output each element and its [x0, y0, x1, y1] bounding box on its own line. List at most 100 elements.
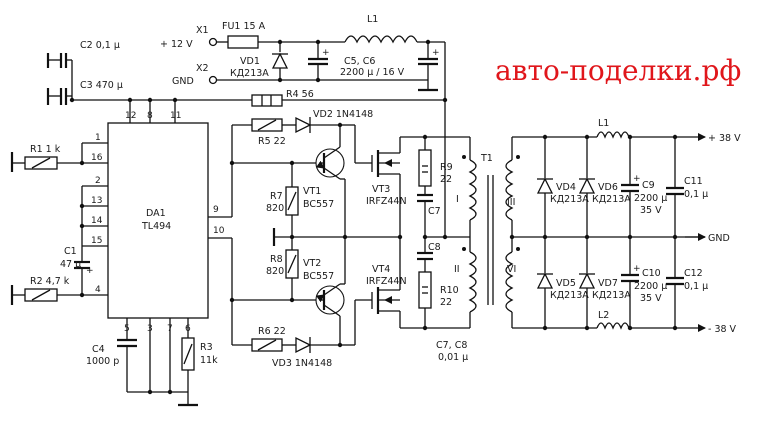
winding-i	[468, 159, 477, 221]
diode-vd1	[271, 52, 289, 69]
svg-text:+: +	[322, 48, 330, 58]
c10-name: C10	[642, 268, 661, 279]
c7c8-value: 0,01 μ	[438, 352, 468, 363]
vd3-label: VD3 1N4148	[272, 358, 332, 369]
fu1-label: FU1 15 A	[222, 21, 266, 32]
c2-label: C2 0,1 μ	[80, 40, 120, 51]
inductor-out-l1	[596, 131, 630, 139]
diode-vd4	[536, 177, 554, 194]
gnd-input-label: GND	[172, 76, 194, 87]
c7-label: C7	[428, 206, 441, 217]
vd4-part: КД213А	[550, 194, 589, 205]
supply-decoupling: C2 0,1 μ C3 470 μ R4 56	[46, 40, 448, 107]
plus12v-label: + 12 V	[160, 39, 193, 50]
svg-text:12: 12	[125, 111, 136, 121]
r6-label: R6 22	[258, 326, 286, 337]
svg-text:+: +	[432, 48, 440, 58]
svg-text:3: 3	[147, 324, 153, 334]
r8-value: 820	[266, 266, 284, 277]
r7-name: R7	[270, 191, 283, 202]
c3-label: C3 470 μ	[80, 80, 123, 91]
r4-label: R4 56	[286, 89, 314, 100]
r7-value: 820	[266, 203, 284, 214]
svg-text:16: 16	[91, 153, 103, 163]
l2-out-label: L2	[598, 310, 609, 321]
r1-label: R1 1 k	[30, 144, 61, 155]
vd5-name: VD5	[556, 278, 576, 289]
winding-i-label: I	[456, 194, 459, 205]
c7c8-name: C7, C8	[436, 340, 467, 351]
r10-name: R10	[440, 285, 459, 296]
vt4-name: VT4	[372, 264, 390, 275]
fuse-fu1	[227, 35, 259, 49]
diode-vd2	[295, 116, 312, 134]
c10-v1: 2200 μ	[634, 281, 667, 292]
plus38-label: + 38 V	[708, 133, 741, 144]
vt3-name: VT3	[372, 184, 390, 195]
inductor-l1	[344, 35, 418, 44]
r9-value: 22	[440, 174, 452, 185]
svg-text:+: +	[633, 264, 641, 274]
vd7-part: КД213А	[592, 290, 631, 301]
vd1-name: VD1	[240, 56, 260, 67]
diode-vd6	[578, 177, 596, 194]
vd1-part: КД213А	[230, 68, 269, 79]
c1-value: 47 μ	[60, 259, 81, 270]
svg-text:8: 8	[147, 111, 153, 121]
svg-text:7: 7	[167, 324, 173, 334]
svg-text:4: 4	[95, 285, 101, 295]
winding-iii	[505, 159, 514, 221]
diode-vd7	[578, 272, 596, 289]
c1-name: C1	[64, 246, 77, 257]
vt1-part: BC557	[303, 199, 334, 210]
c4-value: 1000 p	[86, 356, 119, 367]
svg-text:9: 9	[213, 205, 219, 215]
ic-body	[107, 122, 209, 319]
ic-part: TL494	[141, 221, 171, 232]
r3-value: 11k	[200, 355, 218, 366]
c5c6-value: 2200 μ / 16 V	[340, 67, 405, 78]
vd7-name: VD7	[598, 278, 618, 289]
left-components: R1 1 k R2 4,7 k + C1 47 μ	[10, 144, 94, 305]
vt2-name: VT2	[303, 258, 321, 269]
vd6-part: КД213А	[592, 194, 631, 205]
c8-label: C8	[428, 242, 441, 253]
c11-value: 0,1 μ	[684, 189, 708, 200]
driver-stage: VD2 1N4148 R5 22 R6 22 VD3 1N4148 R7 820…	[229, 109, 373, 369]
bottom-components: C4 1000 p R3 11k	[86, 337, 218, 407]
winding-ii	[468, 251, 477, 313]
winding-iii-label: III	[507, 197, 515, 208]
c12-value: 0,1 μ	[684, 281, 708, 292]
svg-text:15: 15	[91, 236, 102, 246]
primary-side: R9 22 C7 C8 R10 22 C7, C8 0,01 μ	[400, 134, 477, 363]
c11-name: C11	[684, 176, 703, 187]
vd2-label: VD2 1N4148	[313, 109, 373, 120]
c9-name: C9	[642, 180, 655, 191]
c9-v1: 2200 μ	[634, 193, 667, 204]
t1-label: T1	[480, 153, 493, 164]
r8-name: R8	[270, 254, 283, 265]
diode-vd3	[295, 336, 312, 354]
svg-text:6: 6	[185, 324, 191, 334]
r2-label: R2 4,7 k	[30, 276, 70, 287]
resistor-r9	[418, 149, 432, 187]
svg-text:1: 1	[95, 133, 101, 143]
mosfet-stage: VT3 IRFZ44N VT4 IRFZ44N	[345, 137, 407, 328]
output-stage: L1 + 38 V L2 - 38 V GND VD4 КД213А VD6 К…	[536, 118, 741, 335]
vd5-part: КД213А	[550, 290, 589, 301]
c9-v2: 35 V	[640, 205, 662, 216]
inductor-out-l2	[596, 322, 630, 330]
vt1-name: VT1	[303, 186, 321, 197]
vt3-part: IRFZ44N	[366, 196, 407, 207]
svg-text:2: 2	[95, 176, 101, 186]
l1-out-label: L1	[598, 118, 609, 129]
winding-vi-label: VI	[507, 264, 516, 275]
c5c6-name: C5, C6	[344, 56, 375, 67]
gnd-output-label: GND	[708, 233, 730, 244]
resistor-r10	[418, 271, 432, 309]
input-section: X1 + 12 V X2 GND FU1 15 A VD1 КД213А + L…	[160, 14, 446, 136]
terminal-x2	[208, 75, 218, 85]
resistor-r4	[251, 94, 283, 107]
r3-name: R3	[200, 342, 213, 353]
